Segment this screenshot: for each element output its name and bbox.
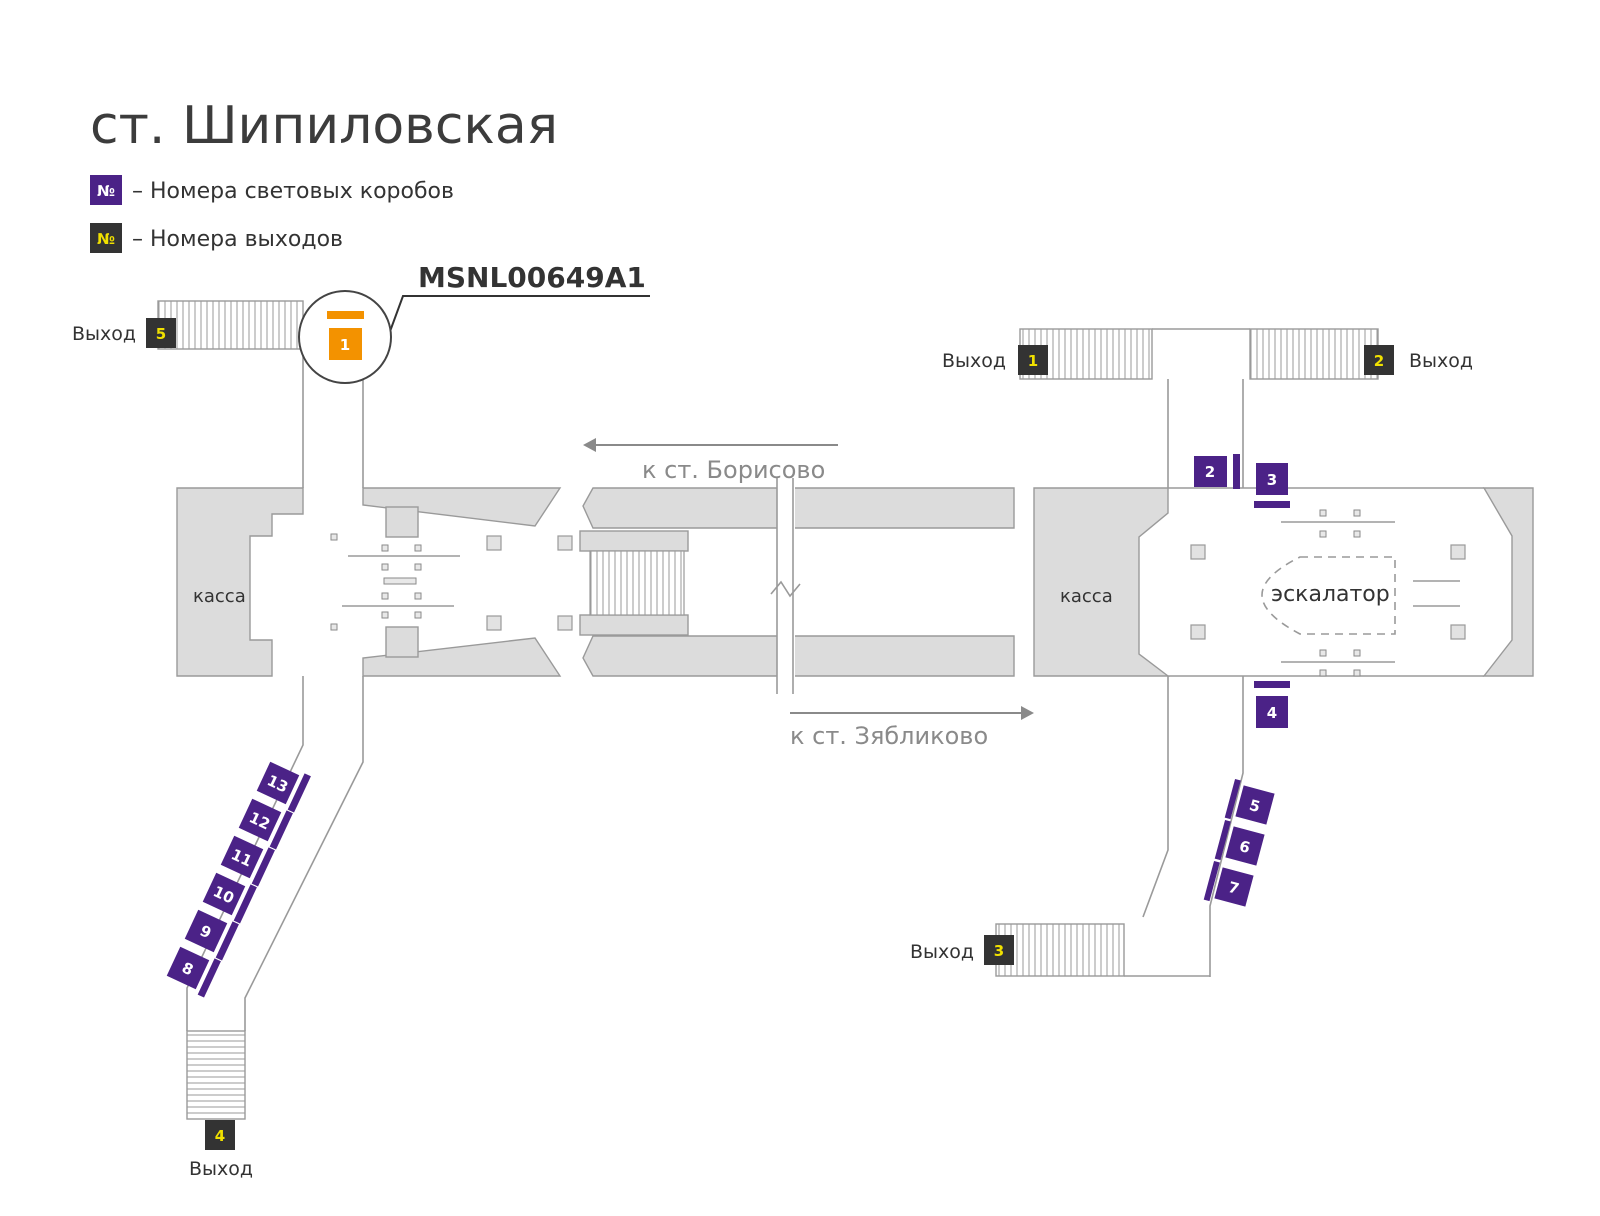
lightbox-1-number: 1: [340, 336, 350, 354]
direction-arrows: [583, 438, 1034, 720]
exit-3-number: 3: [994, 942, 1004, 960]
page-title: ст. Шипиловская: [90, 96, 558, 156]
lightbox-2-number: 2: [1205, 463, 1215, 481]
lightbox-1-highlight[interactable]: 1: [298, 290, 392, 384]
exit-3-label: Выход: [910, 941, 974, 963]
left-vestibule: [157, 300, 573, 1120]
kassa-right-label: касса: [1060, 586, 1113, 607]
exit-1: Выход 1: [942, 345, 1048, 375]
lightbox-3-number: 3: [1267, 471, 1277, 489]
lightbox-8[interactable]: 8: [165, 943, 221, 998]
lightbox-10[interactable]: 10: [201, 869, 257, 924]
lightbox-9[interactable]: 9: [183, 906, 239, 961]
legend-lightbox-symbol: №: [97, 182, 115, 200]
legend-lightbox-text: – Номера световых коробов: [132, 179, 454, 204]
exit-5-label: Выход: [72, 323, 136, 345]
lightbox-7[interactable]: 7: [1203, 860, 1255, 911]
lightbox-4-number: 4: [1267, 704, 1277, 722]
lightbox-6-number: 6: [1237, 837, 1252, 857]
lightbox-2[interactable]: 2: [1194, 454, 1240, 489]
exit-4-label: Выход: [189, 1158, 253, 1180]
exit-5: Выход 5: [72, 318, 176, 348]
lightbox-5[interactable]: 5: [1224, 778, 1276, 829]
exit-5-number: 5: [156, 325, 166, 343]
exit-2-label: Выход: [1409, 350, 1473, 372]
legend-exit-symbol: №: [97, 230, 115, 248]
right-vestibule: [995, 328, 1534, 977]
exit-1-number: 1: [1028, 352, 1038, 370]
lightbox-3[interactable]: 3: [1254, 463, 1290, 508]
lightbox-12[interactable]: 12: [237, 795, 293, 850]
direction-zyablikovo: к ст. Зябликово: [790, 722, 988, 750]
kassa-left-label: касса: [193, 586, 246, 607]
direction-borisovo: к ст. Борисово: [642, 456, 825, 484]
legend-exit-text: – Номера выходов: [132, 227, 343, 252]
exit-4-number: 4: [215, 1127, 225, 1145]
exit-1-label: Выход: [942, 350, 1006, 372]
exit-3: Выход 3: [910, 935, 1014, 965]
escalator-label: эскалатор: [1271, 582, 1390, 607]
exit-4: 4 Выход: [189, 1120, 253, 1180]
exit-2: 2 Выход: [1364, 345, 1473, 375]
exit-2-number: 2: [1374, 352, 1384, 370]
legend-exit: № – Номера выходов: [90, 223, 343, 253]
lightbox-code: MSNL00649A1: [418, 261, 646, 294]
legend-lightbox: № – Номера световых коробов: [90, 175, 454, 205]
lightbox-13[interactable]: 13: [255, 758, 311, 813]
tunnel: [579, 478, 1015, 694]
lightbox-4[interactable]: 4: [1254, 681, 1290, 728]
lightbox-5-number: 5: [1247, 796, 1262, 816]
lightbox-6[interactable]: 6: [1214, 819, 1266, 870]
lightbox-11[interactable]: 11: [219, 832, 275, 887]
lightbox-7-number: 7: [1226, 878, 1241, 898]
